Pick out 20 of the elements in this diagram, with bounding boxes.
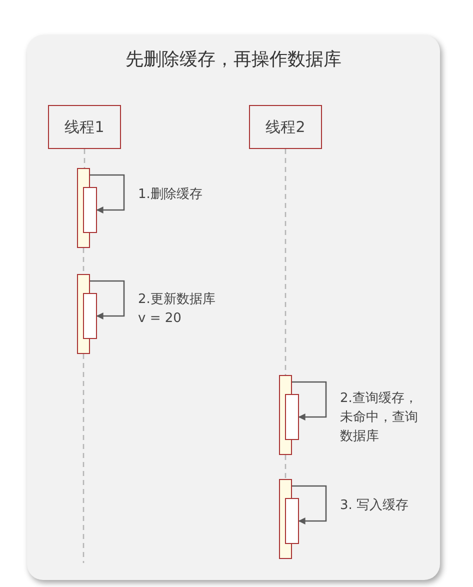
lifeline: [82, 354, 84, 563]
diagram-title: 先删除缓存，再操作数据库: [124, 48, 342, 71]
lifeline: [84, 149, 86, 168]
edge-label: 2.查询缓存，未命中，查询数据库: [340, 390, 419, 446]
edge-label: 2.更新数据库 v = 20: [138, 291, 216, 328]
lifeline: [284, 149, 286, 375]
self-message-arrow: [90, 280, 125, 320]
self-message-arrow: [292, 485, 327, 524]
activation-bar: [285, 394, 299, 440]
edge-label: 3. 写入缓存: [340, 497, 410, 515]
activation-bar: [83, 293, 97, 339]
self-message-arrow: [90, 174, 125, 214]
self-message-arrow: [292, 381, 327, 420]
lifeline-head-box: 线程1: [48, 105, 121, 149]
activation-bar: [285, 498, 299, 544]
activation-bar: [83, 187, 97, 233]
lifeline-head-box: 线程2: [249, 105, 322, 149]
lifeline: [284, 455, 286, 479]
edge-label: 1.删除缓存: [138, 186, 204, 204]
lifeline: [82, 248, 84, 274]
